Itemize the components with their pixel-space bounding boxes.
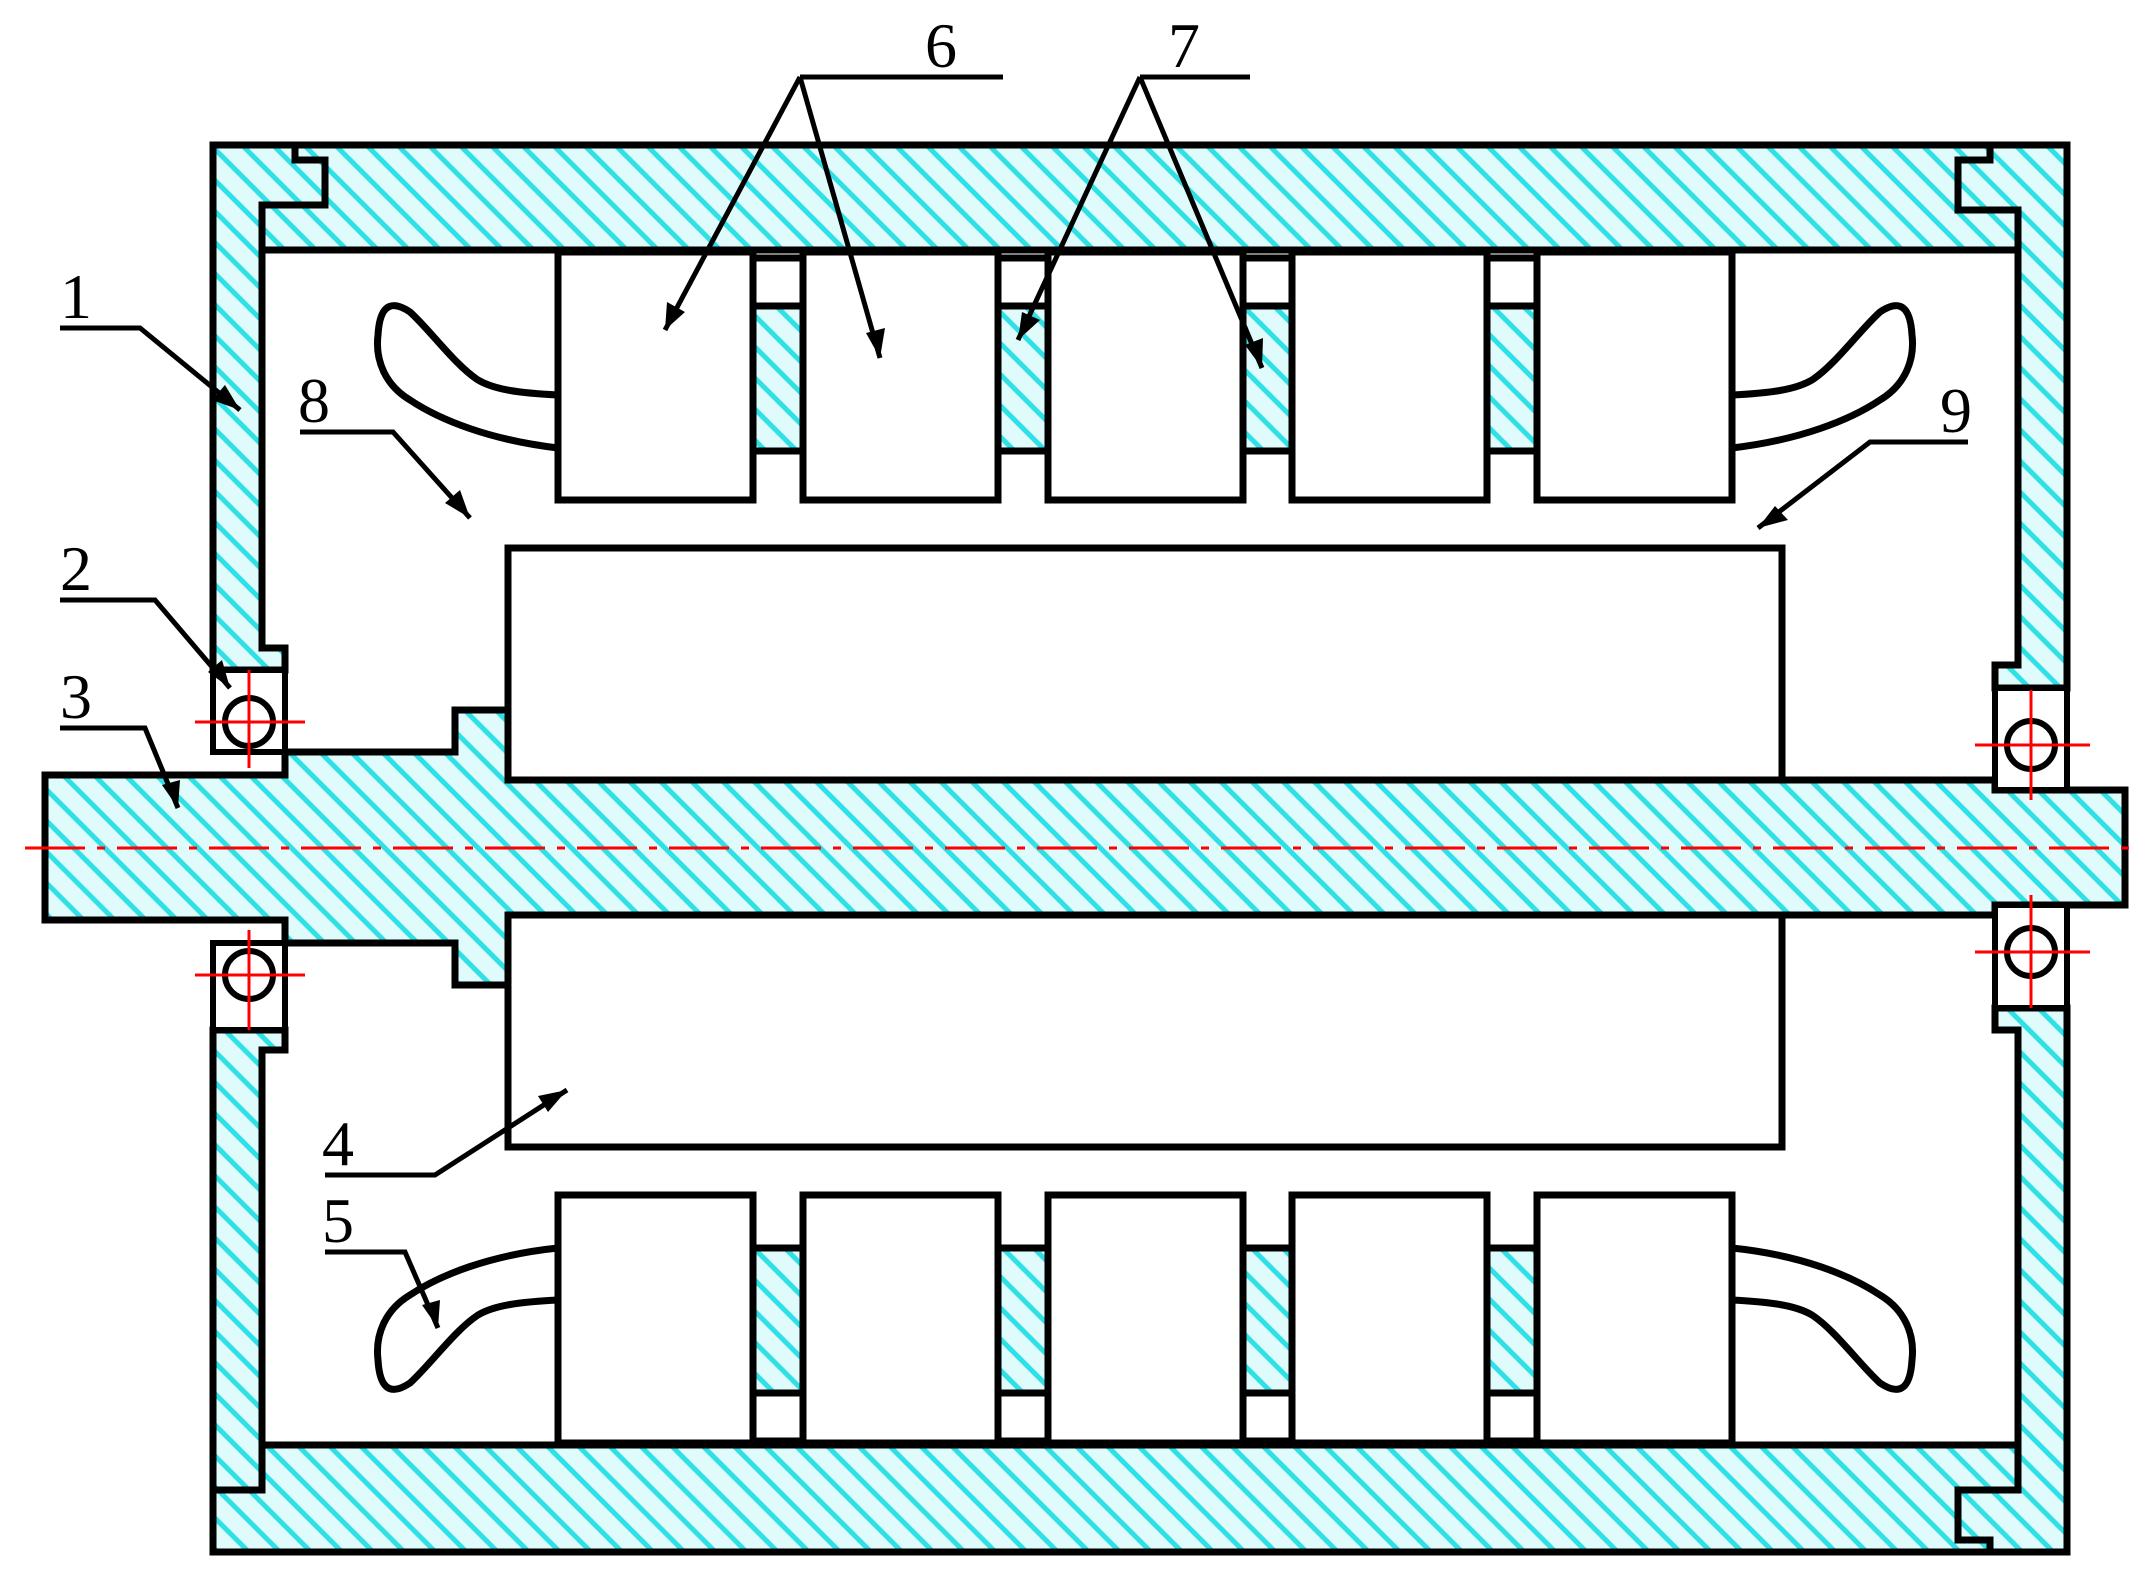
leader-3 (60, 725, 181, 809)
label-7: 7 (1168, 10, 1200, 81)
housing-bottom-band (209, 1441, 2071, 1556)
rotor-core-lower (504, 911, 1786, 1151)
spacer-gap (1239, 254, 1296, 310)
leader-4 (325, 1087, 569, 1178)
leader-6b (797, 76, 883, 359)
spacer (994, 302, 1052, 455)
label-3: 3 (60, 661, 92, 732)
leader-1 (60, 325, 242, 412)
housing-right-wall-upper (1954, 141, 2071, 692)
spacer-gap (1483, 254, 1541, 310)
spacer (749, 1244, 807, 1397)
stator-module (554, 248, 757, 504)
spacer (994, 1244, 1052, 1397)
label-6: 6 (925, 10, 957, 81)
leader-8 (300, 429, 472, 520)
label-4: 4 (322, 1108, 354, 1179)
stator-module (1533, 248, 1736, 504)
stator-module (1288, 1191, 1491, 1447)
stator-module (1533, 1191, 1736, 1447)
spacer-gap (749, 1389, 807, 1445)
housing-right-wall-lower (1954, 1004, 2071, 1556)
label-9: 9 (1940, 375, 1972, 446)
spacer (1239, 1244, 1296, 1397)
spacer-gap (1483, 1389, 1541, 1445)
stator-module (1044, 1191, 1247, 1447)
label-2: 2 (60, 533, 92, 604)
leader-2 (60, 597, 232, 690)
spacer-gap (1239, 1389, 1296, 1445)
label-1: 1 (60, 261, 92, 332)
rotor-core-upper (504, 544, 1786, 784)
leader-6a (662, 75, 803, 332)
stator-module (554, 1191, 757, 1447)
housing (209, 141, 2071, 1556)
spacer-gap (749, 254, 807, 310)
end-winding-top-left (373, 302, 559, 452)
end-winding-bottom-left (373, 1244, 559, 1393)
stator-bottom (554, 1191, 1736, 1447)
housing-top-band (209, 141, 2071, 254)
stator-module (1044, 248, 1247, 504)
spacer-gap (994, 1389, 1052, 1445)
leader-9 (1756, 439, 1968, 530)
bearing-left-top (195, 667, 305, 768)
stator-module (1288, 248, 1491, 504)
stator-top (554, 248, 1736, 504)
end-winding-top-right (1731, 302, 1917, 452)
label-8: 8 (298, 365, 330, 436)
spacer (1483, 302, 1541, 455)
bearing-left-bottom (195, 930, 305, 1033)
label-5: 5 (322, 1185, 354, 1256)
spacer (749, 302, 807, 455)
spacer (1239, 302, 1296, 455)
bearing-right-top (1975, 685, 2090, 800)
leader-7b (1137, 76, 1265, 369)
end-winding-bottom-right (1731, 1244, 1917, 1393)
leader-lines (60, 74, 1968, 1329)
bearing-right-bottom (1975, 895, 2090, 1011)
leader-5 (325, 1249, 441, 1329)
stator-module (799, 1191, 1002, 1447)
leader-7a (1015, 75, 1143, 342)
stator-module (799, 248, 1002, 504)
spacer (1483, 1244, 1541, 1397)
spacer-gap (994, 254, 1052, 310)
